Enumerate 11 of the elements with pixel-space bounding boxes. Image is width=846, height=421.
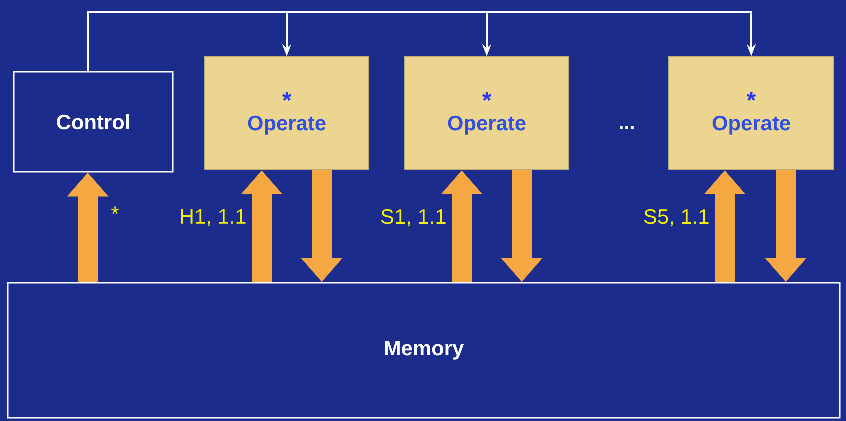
operate-box: * Operate [204, 56, 370, 170]
bus-arrow [87, 11, 756, 72]
edge-label: S5, 1.1 [642, 208, 711, 228]
operate-box: * Operate [404, 56, 570, 170]
edge-label: * [110, 206, 120, 222]
ellipsis-label: ... [620, 126, 634, 130]
edge-label: H1, 1.1 [178, 208, 248, 228]
edge-label: S1, 1.1 [380, 208, 448, 228]
operate-box: * Operate [668, 56, 834, 170]
memory-box: Memory [7, 282, 841, 419]
control-box: Control [13, 71, 174, 173]
